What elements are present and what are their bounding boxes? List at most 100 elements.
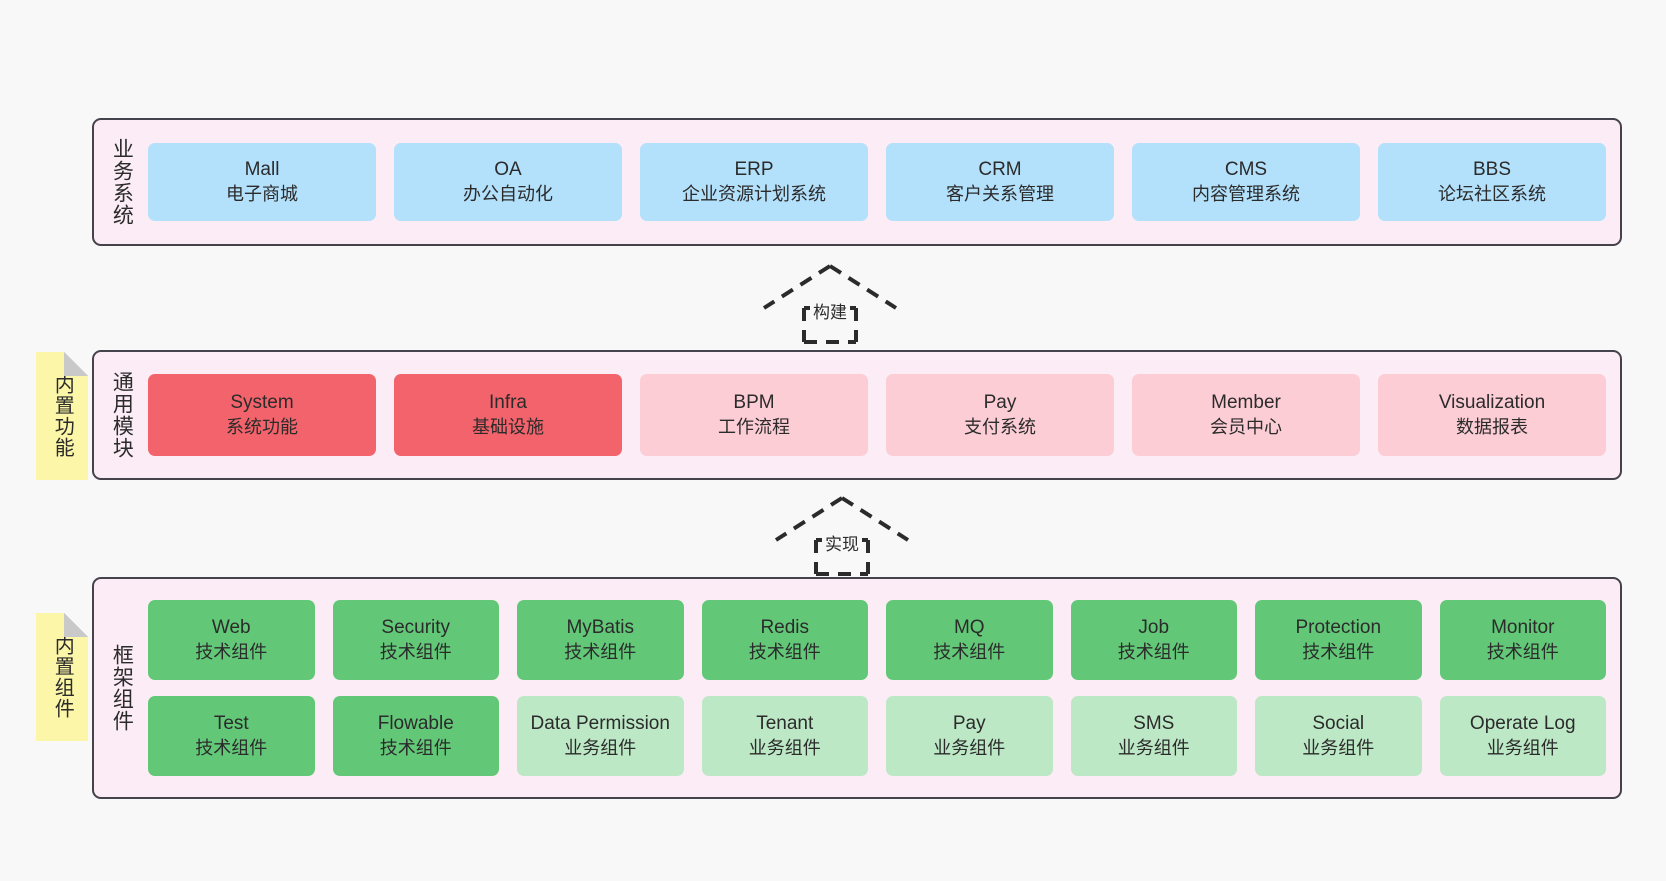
connector-realize: 实现 [772, 494, 912, 576]
card-subtitle: 技术组件 [564, 641, 637, 662]
card-subtitle: 办公自动化 [463, 183, 553, 204]
card-subtitle: 业务组件 [748, 737, 821, 758]
card-title: MyBatis [566, 617, 635, 639]
card-title: Protection [1295, 617, 1382, 639]
card-title: Pay [983, 392, 1017, 414]
note-builtin-components-text: 内置组件 [51, 635, 74, 719]
note-fold-corner-icon [64, 613, 88, 637]
card-subtitle: 内容管理系统 [1192, 183, 1300, 204]
card-title: Data Permission [530, 713, 670, 735]
card-title: BPM [733, 392, 775, 414]
card-subtitle: 论坛社区系统 [1438, 183, 1546, 204]
card-subtitle: 会员中心 [1210, 416, 1282, 437]
card-title: Mall [244, 159, 280, 181]
card-title: Pay [952, 713, 986, 735]
card-subtitle: 支付系统 [964, 416, 1036, 437]
card-subtitle: 技术组件 [195, 641, 268, 662]
card-subtitle: 技术组件 [1302, 641, 1375, 662]
card-title: Job [1138, 617, 1170, 639]
card-title: Web [211, 617, 251, 639]
card-subtitle: 数据报表 [1456, 416, 1528, 437]
card-title: SMS [1133, 713, 1175, 735]
layer-business-label: 业务系统 [110, 138, 134, 226]
card-title: Monitor [1491, 617, 1555, 639]
card-title: CRM [978, 159, 1022, 181]
card-title: ERP [734, 159, 774, 181]
layer-modules-label: 通用模块 [110, 371, 134, 459]
card-title: Redis [760, 617, 810, 639]
note-builtin-functions-text: 内置功能 [51, 374, 74, 458]
card-subtitle: 技术组件 [379, 737, 452, 758]
card-subtitle: 企业资源计划系统 [682, 183, 826, 204]
card-subtitle: 系统功能 [226, 416, 298, 437]
card-title: CMS [1224, 159, 1268, 181]
note-fold-corner-icon [64, 352, 88, 376]
card-title: MQ [953, 617, 985, 639]
card-title: BBS [1472, 159, 1512, 181]
connector-build-label: 构建 [810, 298, 850, 323]
card-title: Test [213, 713, 249, 735]
card-subtitle: 技术组件 [195, 737, 268, 758]
note-builtin-functions: 内置功能 [36, 352, 88, 480]
card-title: Member [1211, 392, 1281, 414]
card-subtitle: 技术组件 [1117, 641, 1190, 662]
card-title: Flowable [377, 713, 454, 735]
card-subtitle: 业务组件 [1486, 737, 1559, 758]
card-subtitle: 业务组件 [933, 737, 1006, 758]
card-title: System [230, 392, 294, 414]
card-subtitle: 业务组件 [1302, 737, 1375, 758]
card-title: Infra [488, 392, 528, 414]
card-subtitle: 技术组件 [748, 641, 821, 662]
card-subtitle: 工作流程 [718, 416, 790, 437]
card-title: Tenant [756, 713, 814, 735]
card-subtitle: 技术组件 [379, 641, 452, 662]
card-subtitle: 技术组件 [933, 641, 1006, 662]
card-title: Operate Log [1469, 713, 1576, 735]
note-builtin-components: 内置组件 [36, 613, 88, 741]
card-subtitle: 业务组件 [564, 737, 637, 758]
card-subtitle: 电子商城 [226, 183, 298, 204]
connector-build: 构建 [760, 262, 900, 344]
card-subtitle: 基础设施 [472, 416, 544, 437]
card-title: Social [1312, 713, 1365, 735]
